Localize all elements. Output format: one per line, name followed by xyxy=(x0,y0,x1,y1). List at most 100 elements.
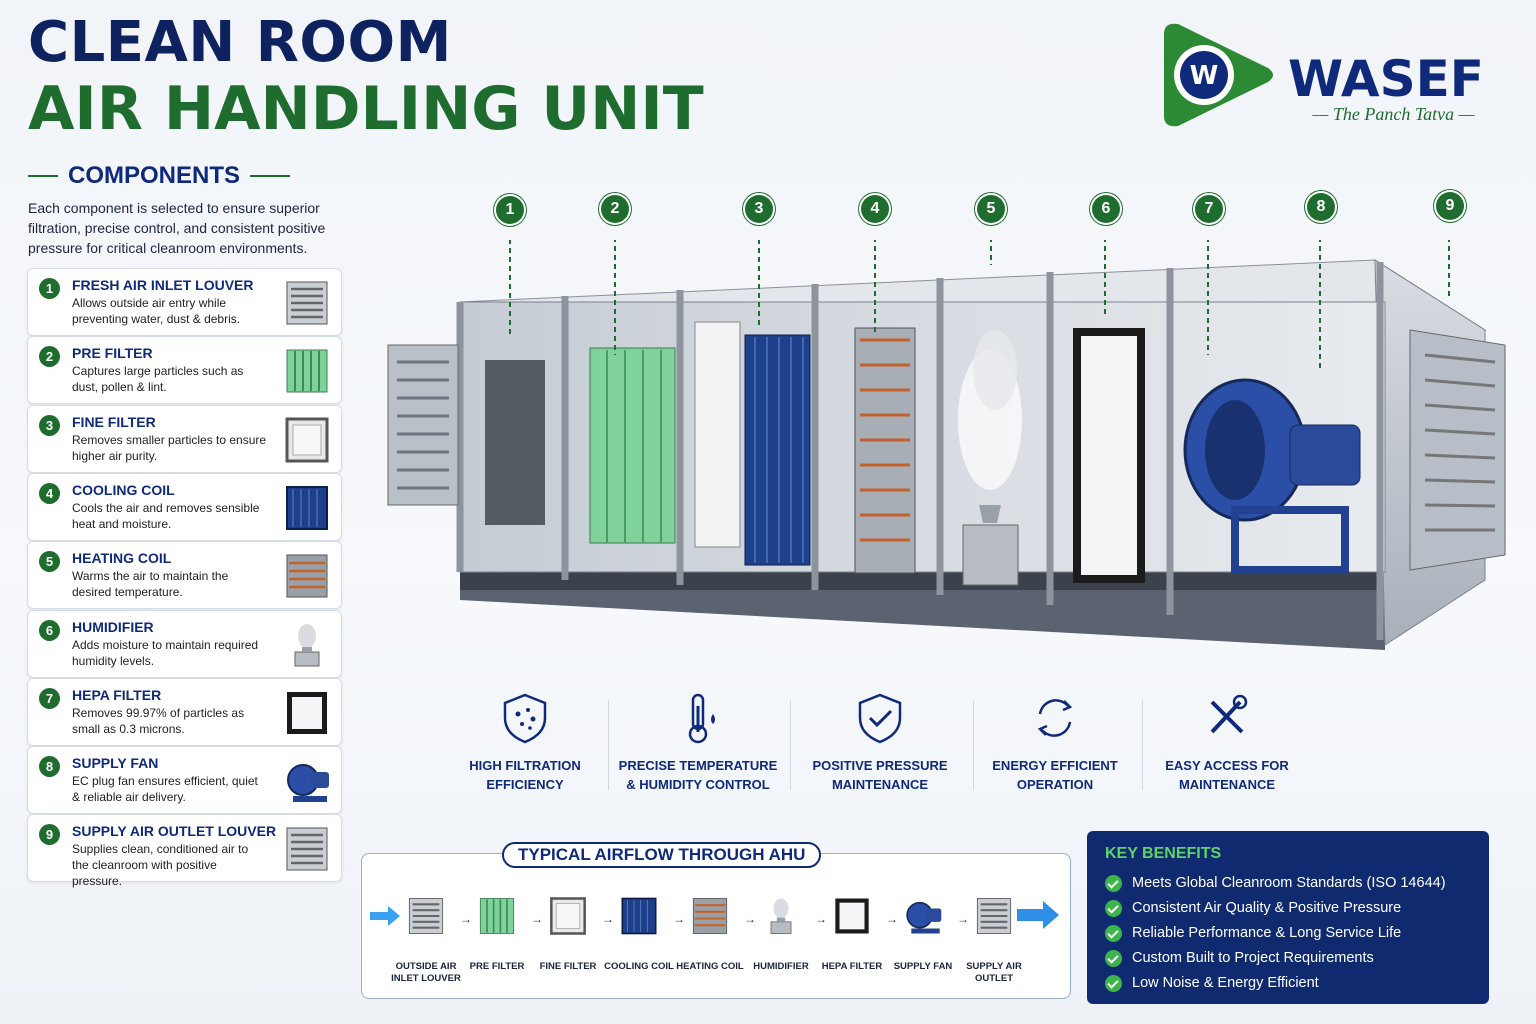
components-intro: Each component is selected to ensure sup… xyxy=(28,200,326,256)
arrow-right-icon: → xyxy=(602,912,614,926)
brand-logo: W WASEF — The Panch Tatva — xyxy=(1156,20,1516,130)
arrow-right-icon: → xyxy=(673,912,685,926)
component-number: 6 xyxy=(39,619,60,641)
ahu-illustration xyxy=(387,240,1506,650)
feature-label-line2: EFFICIENCY xyxy=(486,777,564,792)
airflow-step-label: COOLING COIL xyxy=(604,961,674,972)
airflow-step-5: HEATING COIL xyxy=(675,890,745,973)
pre-filter-icon xyxy=(479,898,515,934)
feature-2: PRECISE TEMPERATURE& HUMIDITY CONTROL xyxy=(612,690,784,794)
brand-tagline: — The Panch Tatva — xyxy=(1312,104,1475,124)
heating-coil-icon xyxy=(286,554,328,598)
supply-fan-icon xyxy=(287,764,329,803)
arrow-right-icon: → xyxy=(460,912,472,926)
feature-label-line1: HIGH FILTRATION xyxy=(469,758,581,773)
svg-text:W: W xyxy=(1190,61,1219,91)
diagram-marker-8: 8 xyxy=(1307,193,1335,221)
component-description: Adds moisture to maintain required humid… xyxy=(72,637,259,668)
component-number: 4 xyxy=(39,482,60,504)
component-description: Warms the air to maintain the desired te… xyxy=(72,569,229,600)
heating-coil-icon xyxy=(692,898,728,934)
airflow-step-6: HUMIDIFIER xyxy=(746,890,816,973)
shield-check-icon xyxy=(858,693,902,744)
check-icon xyxy=(1105,950,1122,967)
fine-filter-icon xyxy=(550,897,586,935)
component-number: 9 xyxy=(39,824,60,846)
check-icon xyxy=(1105,875,1122,892)
arrow-right-icon: → xyxy=(744,912,756,926)
diagram-marker-5: 5 xyxy=(977,195,1005,223)
louver-icon xyxy=(286,281,328,325)
diagram-marker-7: 7 xyxy=(1195,195,1223,223)
components-heading-text: COMPONENTS xyxy=(68,162,241,189)
benefit-item: Meets Global Cleanroom Standards (ISO 14… xyxy=(1105,871,1446,896)
airflow-step-8: SUPPLY FAN xyxy=(888,890,958,973)
component-number: 5 xyxy=(39,551,60,573)
airflow-step-label: HEPA FILTER xyxy=(821,961,883,972)
feature-label-line1: EASY ACCESS FOR xyxy=(1165,758,1289,773)
feature-5: EASY ACCESS FOR MAINTENANCE xyxy=(1152,690,1302,794)
outlet-louver-illustration xyxy=(1409,329,1506,571)
title-line-1: CLEAN ROOM xyxy=(28,10,452,75)
benefit-item: Consistent Air Quality & Positive Pressu… xyxy=(1105,896,1446,921)
airflow-step-label: HEATING COIL xyxy=(676,961,744,972)
tools-icon xyxy=(1210,694,1248,734)
component-title: HEPA FILTER xyxy=(72,686,162,703)
airflow-step-3: FINE FILTER xyxy=(533,890,603,973)
check-icon xyxy=(1105,975,1122,992)
humidifier-icon xyxy=(294,623,320,666)
arrow-right-icon: → xyxy=(815,912,827,926)
airflow-step-2: PRE FILTER xyxy=(462,890,532,973)
arrow-right-icon: → xyxy=(531,912,543,926)
cooling-coil-icon xyxy=(286,485,328,530)
feature-label-line2: MAINTENANCE xyxy=(1178,777,1276,792)
component-title: HEATING COIL xyxy=(72,550,172,567)
louver-icon xyxy=(408,898,444,934)
diagram-marker-9: 9 xyxy=(1436,192,1464,220)
component-description: Removes 99.97% of particles as small as … xyxy=(72,705,245,736)
component-description: EC plug fan ensures efficient, quiet & r… xyxy=(72,774,258,805)
feature-1: HIGH FILTRATION EFFICIENCY xyxy=(455,690,595,794)
fine-filter-icon xyxy=(285,417,329,463)
airflow-step-label: SUPPLY FAN xyxy=(893,961,953,972)
component-number: 1 xyxy=(39,278,60,299)
humidifier-icon xyxy=(770,898,792,934)
benefits-list: Meets Global Cleanroom Standards (ISO 14… xyxy=(1105,871,1446,996)
fine-filter-illustration xyxy=(694,321,741,548)
diagram-marker-3: 3 xyxy=(745,195,773,223)
feature-label-line1: ENERGY EFFICIENT xyxy=(992,758,1118,773)
component-description: Cools the air and removes sensible heat … xyxy=(72,500,260,531)
recycle-icon xyxy=(1037,699,1073,737)
supply-fan-illustration xyxy=(1183,378,1361,574)
heating-coil-illustration xyxy=(854,327,916,574)
airflow-step-4: COOLING COIL xyxy=(604,890,674,973)
airflow-in-arrow-icon xyxy=(370,906,400,926)
component-card-5: 5 HEATING COIL Warms the air to maintain t… xyxy=(27,541,342,610)
pre-filter-illustration xyxy=(589,347,676,544)
cooling-coil-illustration xyxy=(744,334,811,566)
components-heading: COMPONENTS xyxy=(28,162,328,190)
diagram-marker-6: 6 xyxy=(1092,195,1120,223)
thermometer-icon xyxy=(688,693,715,744)
title-line-2: AIR HANDLING UNIT xyxy=(28,74,704,144)
hepa-filter-icon xyxy=(835,898,869,934)
logo-mark-icon: W xyxy=(1164,23,1273,127)
diagram-marker-1: 1 xyxy=(496,196,524,224)
airflow-out-arrow-icon xyxy=(1017,901,1059,929)
key-benefits-title: KEY BENEFITS xyxy=(1105,845,1222,862)
component-description: Allows outside air entry while preventin… xyxy=(72,296,241,326)
component-description: Captures large particles such as dust, p… xyxy=(72,364,244,395)
check-icon xyxy=(1105,900,1122,917)
component-title: COOLING COIL xyxy=(72,481,175,498)
check-icon xyxy=(1105,925,1122,942)
component-number: 7 xyxy=(39,687,60,709)
brand-name: WASEF xyxy=(1288,50,1484,108)
feature-label-line1: POSITIVE PRESSURE xyxy=(812,758,948,773)
